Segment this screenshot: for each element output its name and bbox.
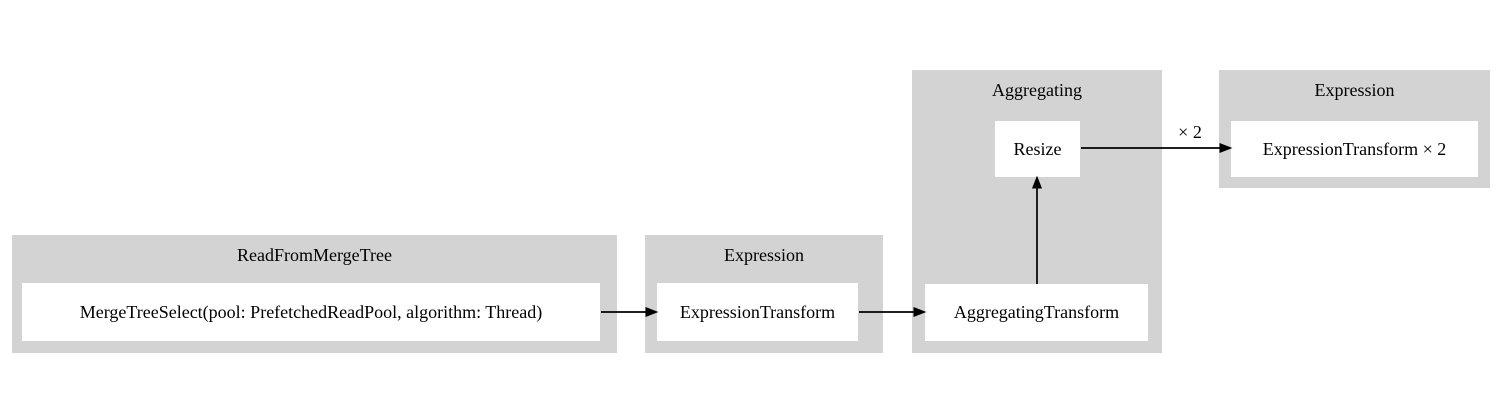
cluster-expression-1-title: Expression xyxy=(724,245,804,265)
node-aggregatingtransform: AggregatingTransform xyxy=(925,284,1148,341)
cluster-readfrommergetree-title: ReadFromMergeTree xyxy=(237,245,392,265)
node-expressiontransform-x2: ExpressionTransform × 2 xyxy=(1231,121,1478,177)
cluster-expression-2-title: Expression xyxy=(1314,80,1395,100)
edge-label-x2: × 2 xyxy=(1178,122,1202,142)
node-resize: Resize xyxy=(995,121,1080,177)
node-mergetreeselect: MergeTreeSelect(pool: PrefetchedReadPool… xyxy=(22,283,600,341)
cluster-aggregating-title: Aggregating xyxy=(992,80,1082,100)
node-expressiontransform: ExpressionTransform xyxy=(657,283,858,341)
